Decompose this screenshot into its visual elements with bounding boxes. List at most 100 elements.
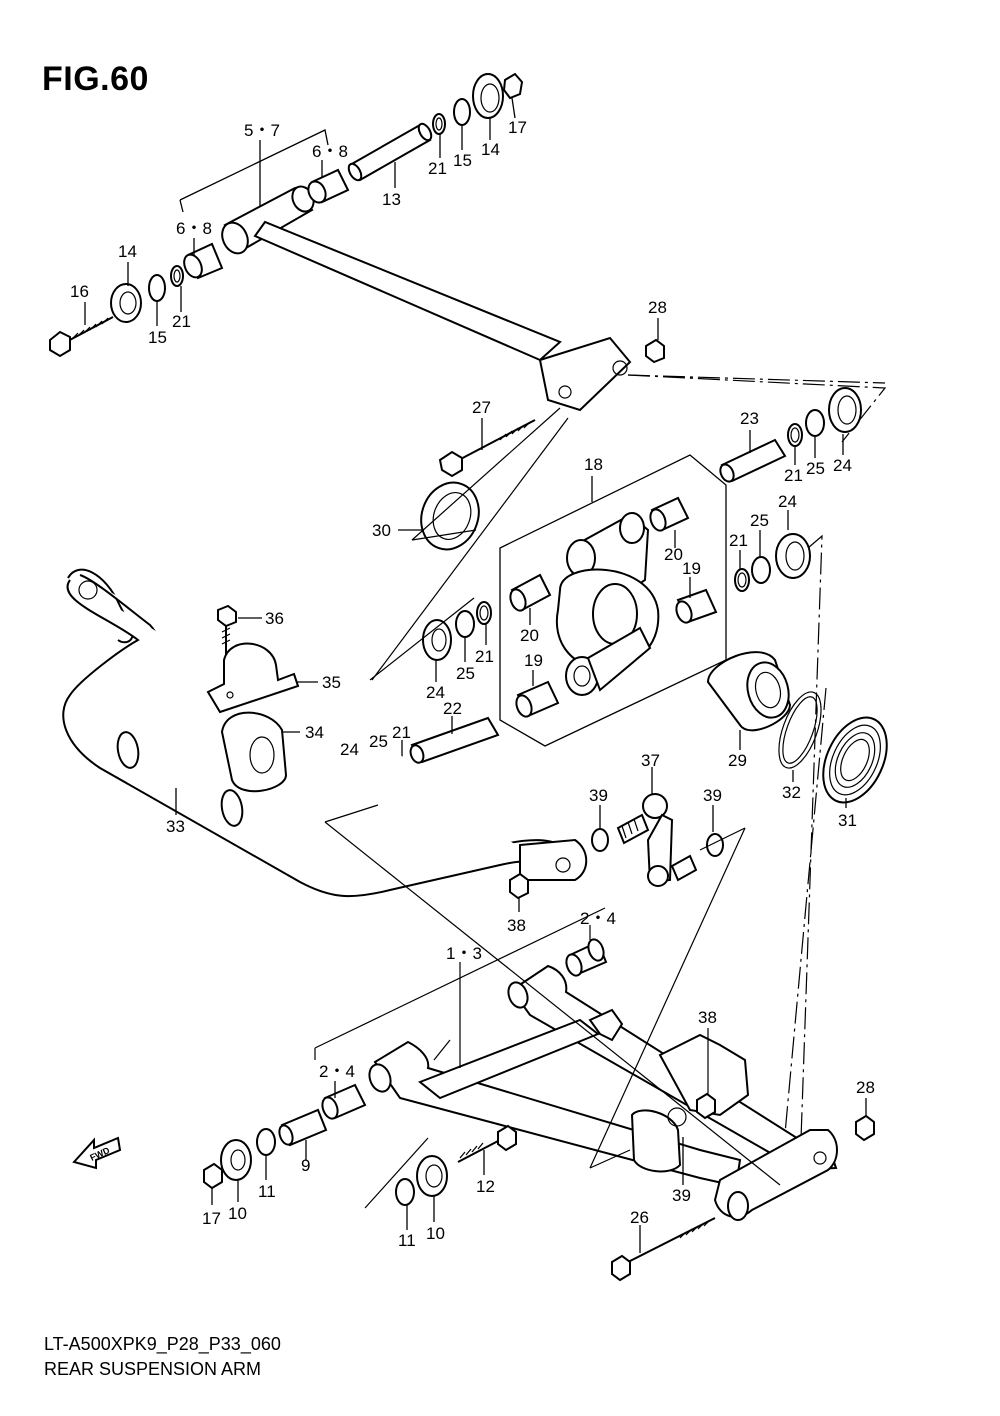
dash-guide-upper-right [627,374,887,443]
knuckle-box-18 [499,454,727,747]
callout-5-7: 5・7 [244,121,280,140]
callout-39-lower: 39 [672,1186,691,1205]
knuckle-body [555,512,660,696]
callout-12: 12 [476,1177,495,1196]
callout-13: 13 [382,190,401,209]
bushing-group-right-upper [719,387,862,483]
callout-2-4-upper: 2・4 [580,909,616,928]
callout-25-lower: 25 [369,732,388,751]
callout-34: 34 [305,723,324,742]
callout-11-lower: 11 [398,1231,416,1250]
clip-21-upper [432,113,446,135]
callout-25-right-upper: 25 [806,459,825,478]
callout-39-right: 39 [703,786,722,805]
cap-14-upper [472,73,504,119]
guide-lines-center [369,407,569,681]
callout-20-lower: 20 [520,626,539,645]
footer-diagram-code: LT-A500XPK9_P28_P33_060 [44,1334,281,1354]
bushing-19-lower [515,680,560,718]
callout-36: 36 [265,609,284,628]
callout-24-lower: 24 [340,740,359,759]
callout-19-lower: 19 [524,651,543,670]
callout-33: 33 [166,817,185,836]
callout-21-upper: 21 [428,159,447,178]
callout-21-left-mid: 21 [475,647,494,666]
upper-mount-arm [253,220,632,412]
figure-title: FIG.60 [42,60,149,98]
callout-15-upper: 15 [453,151,472,170]
leader-lines-right-upper [739,430,844,575]
callout-18: 18 [584,455,603,474]
dash-guide-right [780,534,823,1169]
bushing-group-left-mid [422,601,492,682]
fwd-arrow-icon: FWD [72,1136,122,1170]
callout-38-right: 38 [698,1008,717,1027]
cap-14-left [110,283,142,323]
callout-25-left-mid: 25 [456,664,475,683]
callout-17-upper: 17 [508,118,527,137]
nut-38-left [509,872,529,900]
callout-21-right-mid: 21 [729,531,748,550]
bushing-20-lower [509,573,552,612]
callout-21-lower: 21 [392,723,411,742]
bearing-29 [706,651,792,750]
callout-14-left: 14 [118,242,137,261]
nut-17-upper [502,72,524,100]
washer-25-right-upper [805,409,825,437]
callout-11-left: 11 [258,1182,276,1201]
callout-10-left: 10 [228,1204,247,1223]
end-link-37 [616,767,698,887]
callout-25-right-mid: 25 [750,511,769,530]
callout-17-lower: 17 [202,1209,221,1228]
washer-25-right-mid [751,556,771,584]
callout-24-right-upper: 24 [833,456,852,475]
bushing-2-4-lower [321,1081,367,1120]
bracket-35 [206,642,318,714]
bushing-6-8-lower [183,242,224,280]
shaft-13 [347,122,433,182]
callout-24-right-mid: 24 [778,492,797,511]
cap-24-right-mid [775,533,811,579]
callout-21-left: 21 [172,312,191,331]
washer-39-left [591,828,609,852]
washer-11-left [256,1128,276,1156]
cap-10-left [220,1139,252,1202]
callout-15-left: 15 [148,328,167,347]
nut-28-lower [855,1114,875,1142]
leader-lines-upper [84,97,659,450]
callout-35: 35 [322,673,341,692]
nut-28-upper [645,338,665,364]
callout-26: 26 [630,1208,649,1227]
footer-diagram-name: REAR SUSPENSION ARM [44,1359,262,1379]
callout-24-left-mid: 24 [426,683,445,702]
cap-24-right-upper [828,387,862,433]
bush-34 [220,711,300,793]
seal-30 [398,481,480,551]
callout-39-left: 39 [589,786,608,805]
bushing-20-upper [649,496,690,532]
bolt-27 [438,419,536,478]
bushing-group-right-mid [734,533,811,592]
bolt-36 [217,604,262,655]
callout-labels: 5・7 6・8 6・8 13 21 15 14 17 14 16 15 21 2… [70,118,875,1250]
callout-27: 27 [472,398,491,417]
guide-lines-lower [314,804,781,1209]
callout-6-8-upper: 6・8 [312,142,348,161]
bushing-2-4-upper [565,938,608,977]
callout-31: 31 [838,811,857,830]
cap-10-lower [416,1155,448,1222]
callout-9: 9 [301,1156,310,1175]
callout-10-lower: 10 [426,1224,445,1243]
bolt-26 [611,1217,716,1282]
nut-17-lower [203,1162,223,1190]
callout-16: 16 [70,282,89,301]
clip-21-right-mid [734,568,750,592]
callout-2-4-lower: 2・4 [319,1062,355,1081]
callout-1-3: 1・3 [446,944,482,963]
callout-14-upper: 14 [481,140,500,159]
washer-11-lower [395,1178,415,1206]
bolt-16 [49,316,114,358]
stabilizer-bar-33 [62,568,588,898]
washer-15-upper [453,98,471,126]
callout-29: 29 [728,751,747,770]
